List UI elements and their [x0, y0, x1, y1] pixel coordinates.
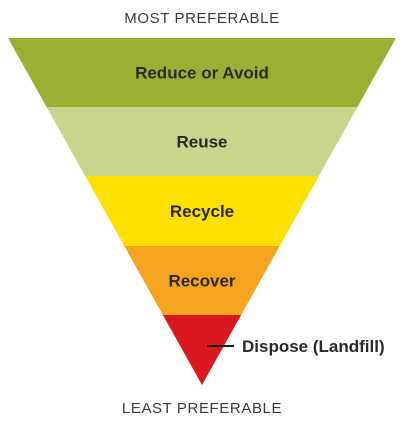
tier-label-reduce: Reduce or Avoid	[135, 64, 269, 83]
tier-label-recycle: Recycle	[170, 202, 234, 221]
tier-label-reuse: Reuse	[176, 133, 227, 152]
least-preferable-label: LEAST PREFERABLE	[122, 400, 282, 417]
tier-dispose	[162, 315, 242, 385]
tier-reduce	[8, 38, 396, 107]
tier-recycle	[85, 176, 319, 246]
tier-reuse	[46, 107, 358, 176]
tier-recover	[124, 246, 280, 315]
tier-label-recover: Recover	[168, 272, 235, 291]
most-preferable-label: MOST PREFERABLE	[124, 10, 279, 27]
dispose-label: Dispose (Landfill)	[242, 337, 385, 356]
